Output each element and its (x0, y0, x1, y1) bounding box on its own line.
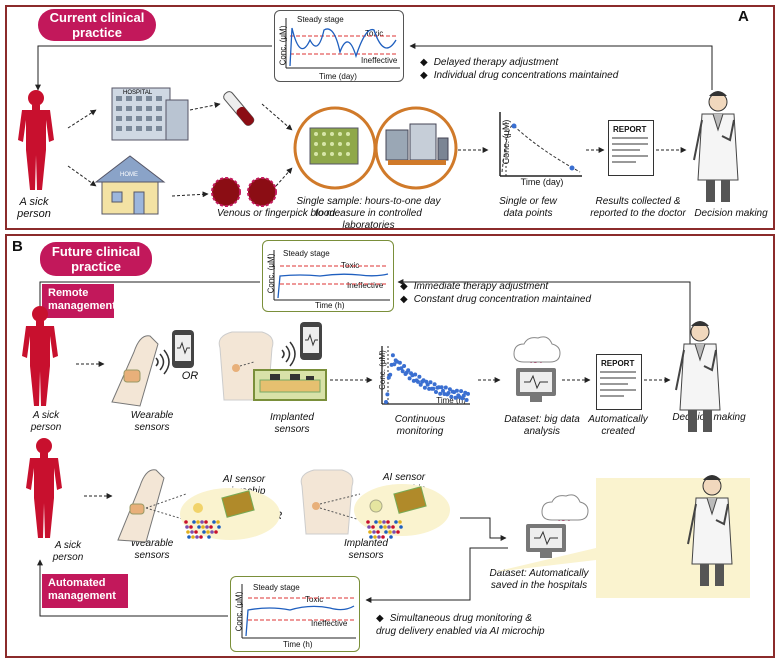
implanted-label-b1: Implanted sensors (270, 412, 314, 435)
patient-label-b2: A sick person (52, 540, 84, 563)
blood-label: Venous or fingerpick blood (216, 208, 336, 219)
chart-ineffective-label: Ineffective (311, 619, 348, 628)
iot-label-1: IOT (530, 356, 544, 365)
report-document-a: REPORT (608, 120, 654, 176)
panel-b-letter: B (12, 238, 23, 255)
chart-ineffective-label: Ineffective (361, 56, 398, 65)
decision-label-b: Decision making (672, 412, 746, 423)
or-label-b2: OR (265, 510, 283, 522)
chart-toxic-label: Toxic (305, 595, 324, 604)
panel-a-steady-chart: Steady stage Toxic Ineffective Time (day… (274, 10, 404, 82)
chart-steady-label: Steady stage (253, 583, 300, 592)
iot-label-2: IOT (558, 514, 572, 523)
chart-toxic-label: Toxic (365, 29, 384, 38)
chart-ylabel: Conc. (μM) (266, 253, 276, 294)
points-label: Single or few data points (499, 196, 557, 219)
chart-steady-label: Steady stage (297, 15, 344, 24)
note-immediate: Immediate therapy adjustment (413, 281, 549, 292)
panel-b-title: Future clinical practice (40, 242, 152, 276)
remote-management-tag: Remote management (42, 284, 116, 318)
panel-b-bottom-notes: ◆Simultaneous drug monitoring & drug del… (376, 613, 545, 637)
dataset-saved-label: Dataset: Automatically saved in the hosp… (489, 568, 589, 591)
ai-label-2: AI sensor microchip (382, 472, 426, 495)
panel-b-bottom-chart: Steady stage Toxic Ineffective Time (h) … (230, 576, 360, 652)
conc-chart-ylabel-a: Conc. (μM) (501, 119, 511, 165)
panel-b-top-chart: Steady stage Toxic Ineffective Time (h) … (262, 240, 394, 312)
wearable-label-b1: Wearable sensors (130, 410, 174, 433)
chart-ylabel: Conc. (μM) (278, 25, 288, 66)
note-individual: Individual drug concentrations maintaine… (433, 70, 619, 81)
ai-label-1: AI sensor microchip (222, 474, 266, 497)
or-label-b1: OR (181, 370, 199, 382)
report-title-a: REPORT (613, 125, 647, 134)
chart-ineffective-label: Ineffective (347, 281, 384, 290)
chart-xlabel: Time (day) (319, 72, 357, 81)
dataset-big-label: Dataset: big data analysis (504, 414, 580, 437)
decision-label-a: Decision making (694, 208, 768, 219)
patient-label-b1: A sick person (30, 410, 62, 433)
implanted-label-b2: Implanted sensors (344, 538, 388, 561)
panel-b (5, 234, 775, 658)
auto-created-label: Automatically created (588, 414, 648, 437)
panel-a-letter: A (738, 8, 749, 25)
panel-a-notes: ◆Delayed therapy adjustment ◆Individual … (420, 57, 619, 81)
panel-a-title: Current clinical practice (38, 9, 156, 41)
chart-toxic-label: Toxic (341, 261, 360, 270)
chart-xlabel: Time (h) (315, 301, 345, 310)
conc-chart-xlabel-a: Time (day) (520, 177, 564, 187)
results-label: Results collected & reported to the doct… (590, 196, 686, 219)
panel-b-top-notes: ◆Immediate therapy adjustment ◆Constant … (400, 281, 592, 305)
chart-ylabel: Conc. (μM) (234, 591, 244, 632)
lab-label: Single sample: hours-to-one day to measu… (296, 196, 441, 231)
report-title-b: REPORT (601, 359, 635, 368)
chart-steady-label: Steady stage (283, 249, 330, 258)
monitor-chart-ylabel: Conc. (μM) (378, 350, 387, 390)
automated-management-tag: Automated management (42, 574, 128, 608)
patient-label-a: A sick person (17, 196, 51, 220)
wearable-label-b2: Wearable sensors (130, 538, 174, 561)
continuous-label: Continuous monitoring (394, 414, 446, 437)
report-document-b: REPORT (596, 354, 642, 410)
panel-a (5, 5, 775, 230)
note-delayed: Delayed therapy adjustment (433, 57, 559, 68)
monitor-chart-xlabel: Time (h) (436, 396, 466, 405)
callout-text: The automated monitoring and management … (602, 507, 684, 583)
note-constant: Constant drug concentration maintained (413, 294, 592, 305)
chart-xlabel: Time (h) (283, 640, 313, 649)
note-simultaneous: Simultaneous drug monitoring & drug deli… (376, 613, 545, 637)
